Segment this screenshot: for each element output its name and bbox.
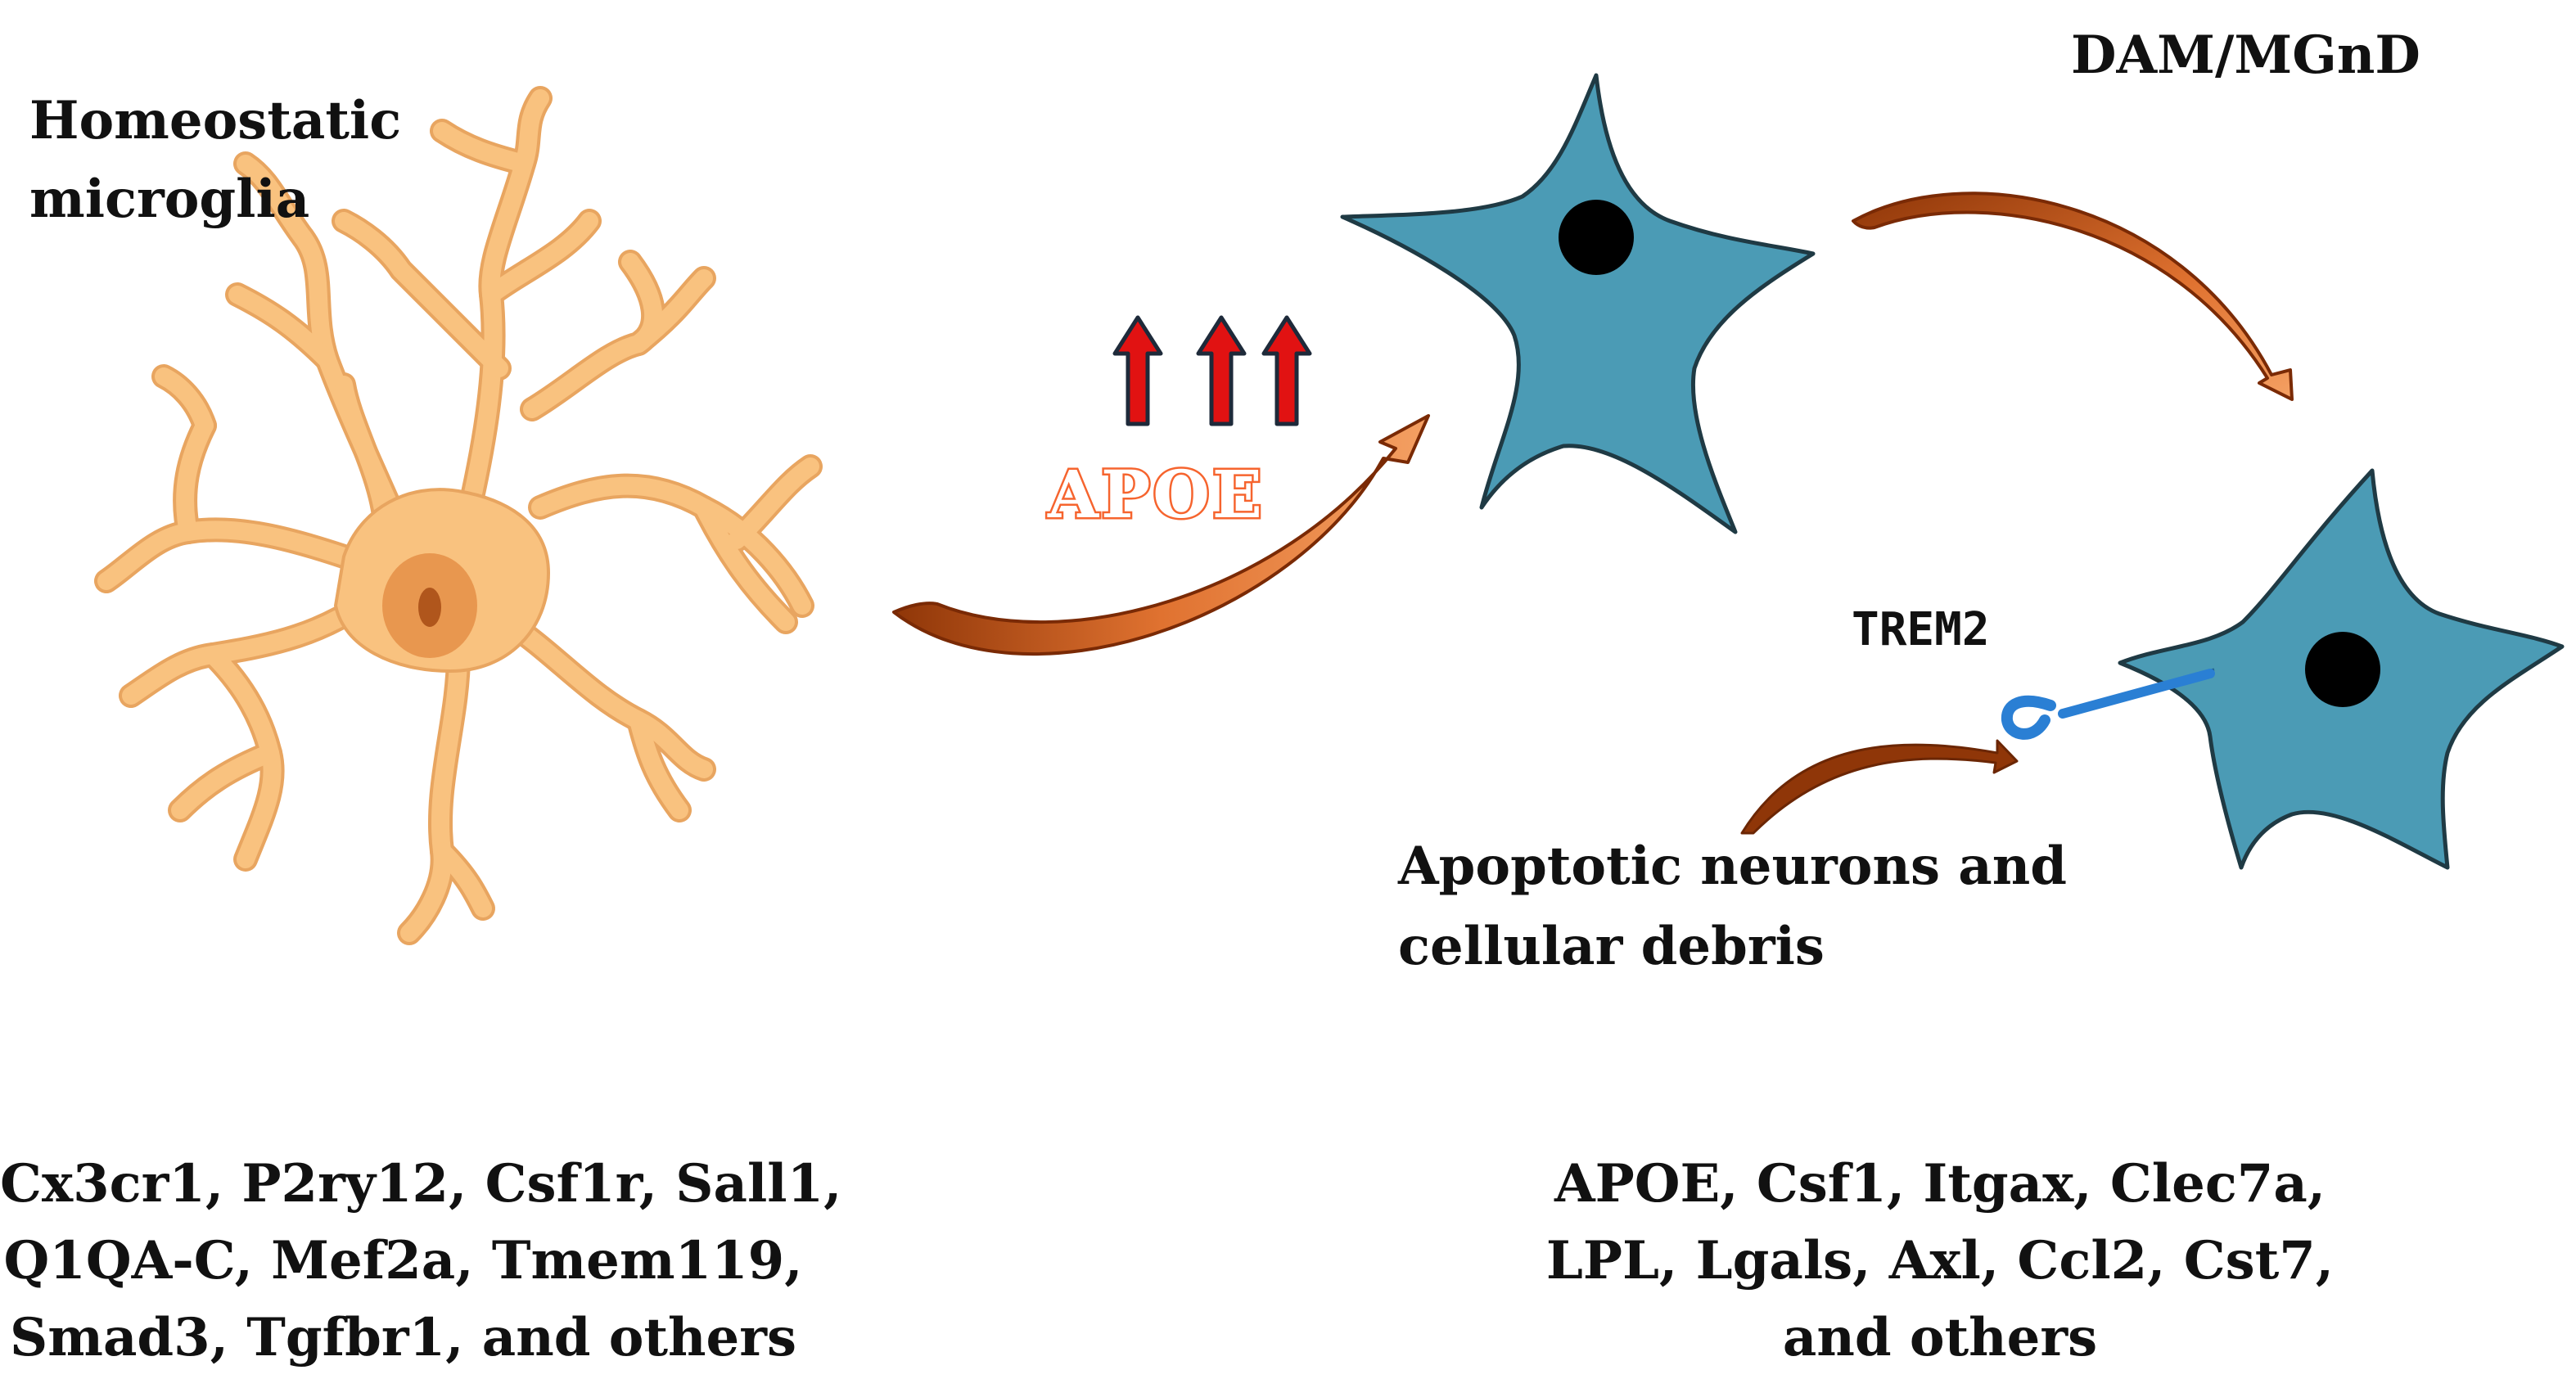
transition-arrow-homeostatic-to-dam xyxy=(892,414,1430,656)
debris-label-line-1: Apoptotic neurons and xyxy=(1398,836,2067,897)
trem2-receptor-icon xyxy=(2001,668,2215,740)
homeostatic-nucleolus xyxy=(418,588,441,627)
upregulation-arrow-3 xyxy=(1261,315,1312,426)
homeostatic-microglia-title: Homeostatic microglia xyxy=(29,82,401,239)
homeostatic-microglia-cell xyxy=(94,86,823,945)
dam-markers-line-2: LPL, Lgals, Axl, Ccl2, Cst7, xyxy=(1545,1230,2335,1291)
upregulation-arrow-2 xyxy=(1196,315,1247,426)
upregulation-arrow-1 xyxy=(1112,315,1163,426)
homeostatic-markers-line-1: Cx3cr1, P2ry12, Csf1r, Sall1, xyxy=(0,1153,842,1215)
dam-nucleus-upper xyxy=(1559,200,1634,275)
debris-arrow xyxy=(1740,739,2019,835)
dam-cell-lower xyxy=(2118,468,2565,870)
apoptotic-debris-label: Apoptotic neurons and cellular debris xyxy=(1398,827,2067,987)
debris-label-line-2: cellular debris xyxy=(1398,916,1825,977)
transition-arrow-dam-to-dam xyxy=(1852,192,2294,401)
homeostatic-title-line-1: Homeostatic xyxy=(29,90,402,151)
homeostatic-markers-line-3: Smad3, Tgfbr1, and others xyxy=(10,1307,796,1368)
trem2-label: TREM2 xyxy=(1852,603,1990,656)
homeostatic-markers-line-2: Q1QA-C, Mef2a, Tmem119, xyxy=(3,1230,803,1291)
dam-nucleus-lower xyxy=(2305,632,2380,707)
homeostatic-marker-list: Cx3cr1, P2ry12, Csf1r, Sall1, Q1QA-C, Me… xyxy=(0,1146,842,1377)
dam-cell-upper xyxy=(1340,73,1816,534)
dam-mgnd-title: DAM/MGnD xyxy=(2071,25,2420,86)
dam-markers-line-1: APOE, Csf1, Itgax, Clec7a, xyxy=(1554,1153,2326,1215)
upregulation-arrows xyxy=(1112,315,1312,426)
apoe-label: APOE xyxy=(1047,456,1265,533)
homeostatic-title-line-2: microglia xyxy=(29,169,310,230)
dam-marker-list: APOE, Csf1, Itgax, Clec7a, LPL, Lgals, A… xyxy=(1523,1146,2357,1377)
dam-markers-line-3: and others xyxy=(1782,1307,2098,1368)
